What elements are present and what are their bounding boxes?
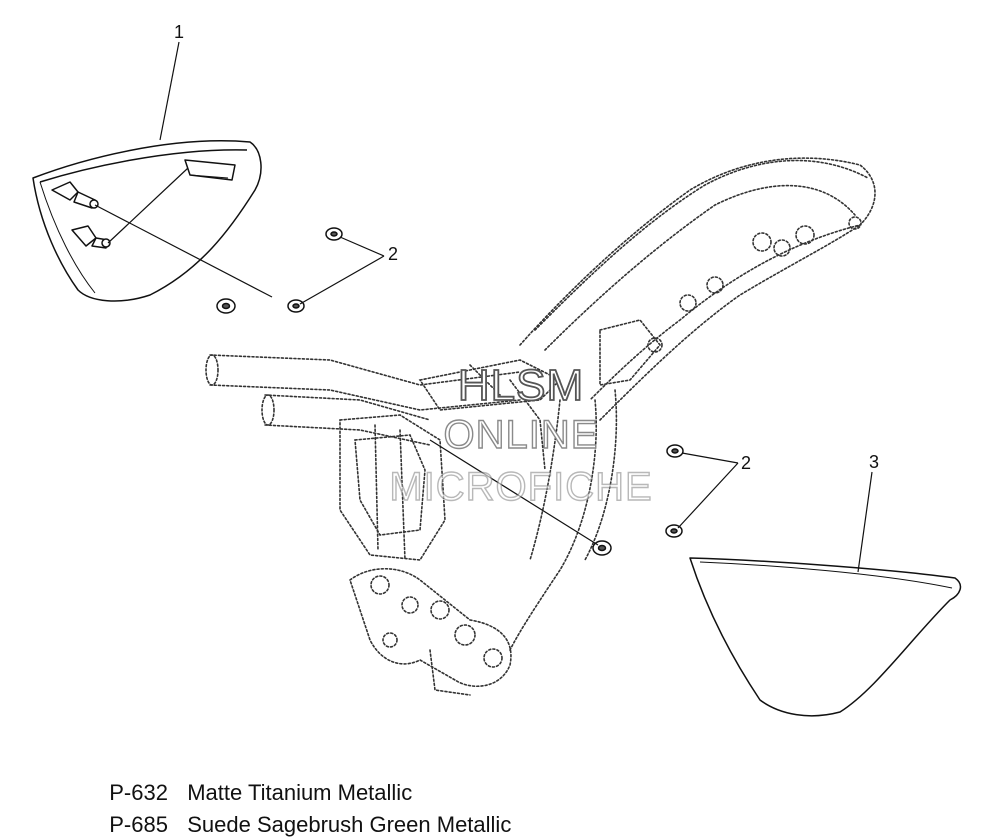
callout-2-upper: 2 — [388, 244, 398, 264]
paint-code: P-632 — [109, 780, 168, 805]
watermark-line-2: ONLINE — [444, 413, 599, 457]
callout-2-lower: 2 — [741, 453, 751, 473]
motorcycle-frame — [205, 157, 876, 696]
paint-name: Suede Sagebrush Green Metallic — [187, 812, 512, 837]
right-side-cover — [689, 557, 962, 717]
callout-1: 1 — [174, 22, 184, 42]
grommet-icon — [287, 299, 305, 313]
watermark-line-1: HLSM — [458, 361, 584, 410]
paint-code-row: P-685 Suede Sagebrush Green Metallic — [97, 786, 511, 838]
watermark-line-3: MICROFICHE — [389, 465, 652, 509]
leader-lines — [94, 41, 873, 573]
watermark: HLSM ONLINE MICROFICHE — [389, 360, 653, 510]
paint-name: Matte Titanium Metallic — [187, 780, 413, 805]
clip-fastener-icon — [71, 225, 111, 249]
paint-code-row: P-632 Matte Titanium Metallic — [97, 754, 412, 806]
left-side-cover — [32, 140, 262, 302]
grommet-icon — [325, 227, 343, 241]
grommet-icon — [666, 444, 684, 458]
clip-fastener-icon — [51, 181, 99, 209]
paint-code: P-685 — [109, 812, 168, 837]
grommet-icon — [216, 298, 236, 314]
callout-3: 3 — [869, 452, 879, 472]
grommets — [216, 227, 684, 556]
